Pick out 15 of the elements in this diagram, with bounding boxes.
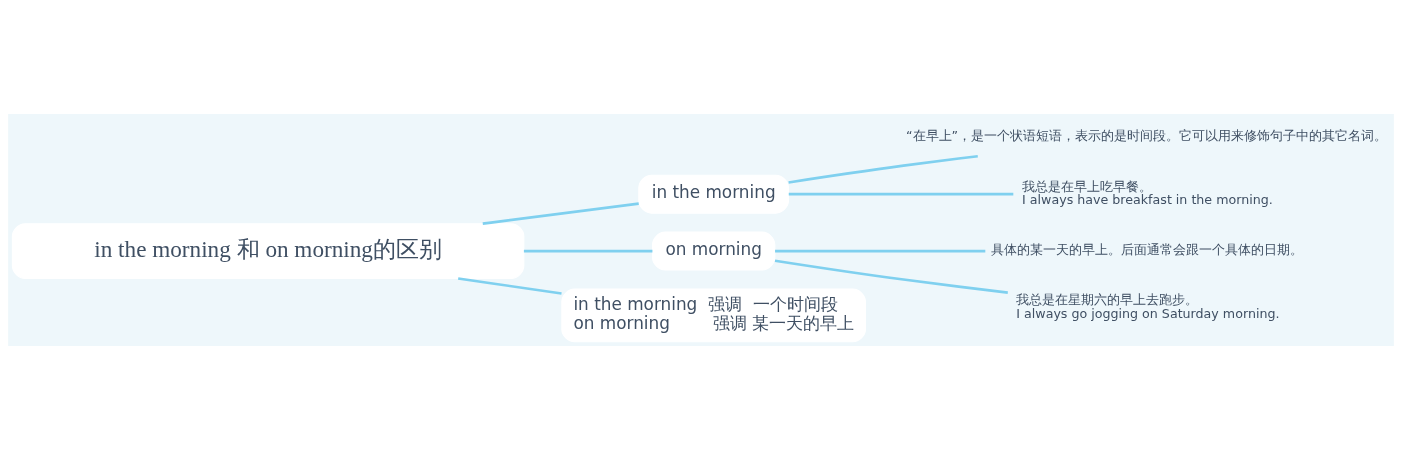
node-box: in the morning bbox=[638, 174, 790, 214]
connector bbox=[774, 259, 1008, 294]
node-text: 我总是在星期六的早上去跑步。 I always go jogging on Saturday morning. bbox=[1016, 292, 1280, 322]
connector bbox=[788, 154, 978, 184]
node-text: 具体的某一天的早上。后面通常会跟一个具体的日期。 bbox=[990, 242, 1303, 258]
connector bbox=[458, 277, 562, 295]
connector bbox=[523, 249, 653, 253]
connector bbox=[482, 202, 639, 225]
node-text: “在早上”，是一个状语短语，表示的是时间段。它可以用来修饰句子中的其它名词。 bbox=[905, 128, 1388, 144]
connector bbox=[775, 249, 986, 253]
node-box: in the morning 强调 一个时间段 on morning 强调 某一天的早上 bbox=[561, 288, 867, 343]
node-text: 我总是在早上吃早餐。 I always have breakfast in the morning. bbox=[1022, 178, 1273, 208]
node-box: on morning bbox=[651, 231, 776, 271]
node-box: in the morning 和 on morning的区别 bbox=[11, 223, 525, 280]
connector bbox=[788, 192, 1014, 196]
